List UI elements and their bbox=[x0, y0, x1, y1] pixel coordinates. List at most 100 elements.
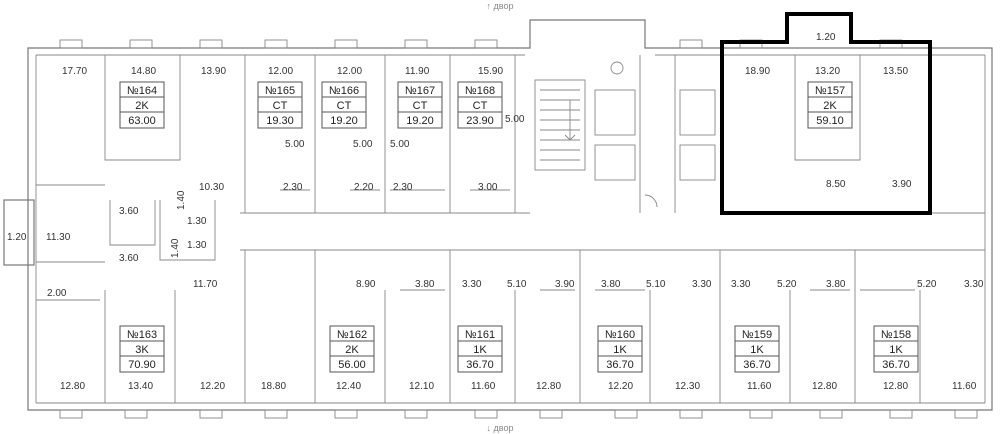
room-area: 18.80 bbox=[261, 381, 286, 392]
unit-type: 1K bbox=[889, 344, 903, 356]
room-area: 1.40 bbox=[176, 190, 187, 210]
room-area: 1.20 bbox=[7, 232, 27, 243]
room-area: 11.90 bbox=[405, 66, 430, 77]
unit-type: 2K bbox=[345, 344, 359, 356]
room-area: 3.90 bbox=[892, 179, 912, 190]
room-area: 3.80 bbox=[415, 279, 435, 290]
unit-label-168[interactable]: №168 CT 23.90 bbox=[457, 81, 503, 129]
room-area: 8.90 bbox=[356, 279, 376, 290]
unit-area: 36.70 bbox=[743, 359, 771, 371]
unit-area: 56.00 bbox=[338, 359, 366, 371]
unit-type: CT bbox=[413, 100, 428, 112]
room-area: 12.00 bbox=[268, 66, 293, 77]
room-area: 1.30 bbox=[187, 240, 207, 251]
unit-number: №163 bbox=[127, 329, 157, 341]
unit-type: CT bbox=[273, 100, 288, 112]
room-area: 5.00 bbox=[353, 139, 373, 150]
unit-number: №165 bbox=[265, 85, 295, 97]
unit-area: 19.30 bbox=[266, 115, 294, 127]
unit-label-164[interactable]: №164 2K 63.00 bbox=[119, 81, 165, 129]
room-area: 15.90 bbox=[478, 66, 503, 77]
room-area: 1.40 bbox=[170, 238, 181, 258]
room-area: 3.30 bbox=[731, 279, 751, 290]
room-area: 3.60 bbox=[119, 253, 139, 264]
room-area: 2.00 bbox=[47, 288, 67, 299]
room-area: 1.20 bbox=[816, 32, 836, 43]
unit-number: №162 bbox=[337, 329, 367, 341]
room-area: 5.10 bbox=[646, 279, 666, 290]
unit-number: №160 bbox=[605, 329, 635, 341]
compass-top-label: ↑ двор bbox=[487, 1, 514, 11]
room-area: 3.90 bbox=[555, 279, 575, 290]
room-area: 12.30 bbox=[675, 381, 700, 392]
room-area: 13.50 bbox=[883, 66, 908, 77]
unit-label-166[interactable]: №166 CT 19.20 bbox=[321, 81, 367, 129]
unit-label-165[interactable]: №165 CT 19.30 bbox=[257, 81, 303, 129]
room-area: 12.20 bbox=[200, 381, 225, 392]
room-area: 11.30 bbox=[46, 232, 71, 243]
unit-label-161[interactable]: №161 1K 36.70 bbox=[457, 325, 503, 373]
room-area: 12.10 bbox=[409, 381, 434, 392]
room-area: 12.80 bbox=[536, 381, 561, 392]
room-area: 12.80 bbox=[883, 381, 908, 392]
unit-label-159[interactable]: №159 1K 36.70 bbox=[734, 325, 780, 373]
building-outline bbox=[3, 19, 993, 419]
unit-number: №158 bbox=[881, 329, 911, 341]
room-area: 3.30 bbox=[692, 279, 712, 290]
unit-area: 59.10 bbox=[816, 115, 844, 127]
selected-apartment-outline[interactable] bbox=[720, 12, 932, 215]
room-area: 17.70 bbox=[62, 66, 87, 77]
room-area: 2.30 bbox=[283, 182, 303, 193]
room-area: 11.60 bbox=[952, 381, 977, 392]
room-area: 13.40 bbox=[128, 381, 153, 392]
room-area: 5.20 bbox=[777, 279, 797, 290]
unit-area: 19.20 bbox=[406, 115, 434, 127]
room-area: 14.80 bbox=[131, 66, 156, 77]
unit-type: 1K bbox=[613, 344, 627, 356]
room-area: 12.80 bbox=[812, 381, 837, 392]
room-area: 3.00 bbox=[478, 182, 498, 193]
room-area: 13.90 bbox=[201, 66, 226, 77]
unit-labels: №164 2K 63.00 №165 CT 19.30 №166 CT 19.2… bbox=[119, 81, 919, 373]
unit-type: 1K bbox=[750, 344, 764, 356]
room-area: 11.60 bbox=[747, 381, 772, 392]
unit-type: 2K bbox=[135, 100, 149, 112]
room-area: 8.50 bbox=[826, 179, 846, 190]
unit-area: 63.00 bbox=[128, 115, 156, 127]
room-area: 3.30 bbox=[462, 279, 482, 290]
room-area: 3.80 bbox=[826, 279, 846, 290]
unit-number: №159 bbox=[742, 329, 772, 341]
unit-label-167[interactable]: №167 CT 19.20 bbox=[397, 81, 443, 129]
room-area: 11.70 bbox=[193, 279, 218, 290]
room-area: 5.10 bbox=[507, 279, 527, 290]
unit-area: 70.90 bbox=[128, 359, 156, 371]
unit-type: 3K bbox=[135, 344, 149, 356]
room-area: 2.30 bbox=[393, 182, 413, 193]
room-area: 12.40 bbox=[336, 381, 361, 392]
room-area: 3.80 bbox=[601, 279, 621, 290]
unit-type: 2K bbox=[823, 100, 837, 112]
compass-bottom-label: ↓ двор bbox=[487, 423, 514, 433]
unit-label-163[interactable]: №163 3K 70.90 bbox=[119, 325, 165, 373]
unit-label-162[interactable]: №162 2K 56.00 bbox=[329, 325, 375, 373]
room-areas: 17.70 14.80 13.90 12.00 12.00 11.90 15.9… bbox=[7, 32, 984, 392]
unit-type: 1K bbox=[473, 344, 487, 356]
unit-number: №157 bbox=[815, 85, 845, 97]
room-area: 3.60 bbox=[119, 206, 139, 217]
room-area: 11.60 bbox=[471, 381, 496, 392]
unit-area: 36.70 bbox=[606, 359, 634, 371]
room-area: 12.00 bbox=[337, 66, 362, 77]
unit-number: №166 bbox=[329, 85, 359, 97]
unit-label-160[interactable]: №160 1K 36.70 bbox=[597, 325, 643, 373]
unit-label-157[interactable]: №157 2K 59.10 bbox=[807, 81, 853, 129]
unit-type: CT bbox=[337, 100, 352, 112]
room-area: 10.30 bbox=[199, 182, 224, 193]
unit-label-158[interactable]: №158 1K 36.70 bbox=[873, 325, 919, 373]
room-area: 3.30 bbox=[964, 279, 984, 290]
room-area: 5.00 bbox=[505, 114, 525, 125]
unit-type: CT bbox=[473, 100, 488, 112]
unit-area: 36.70 bbox=[466, 359, 494, 371]
unit-number: №164 bbox=[127, 85, 157, 97]
unit-area: 36.70 bbox=[882, 359, 910, 371]
